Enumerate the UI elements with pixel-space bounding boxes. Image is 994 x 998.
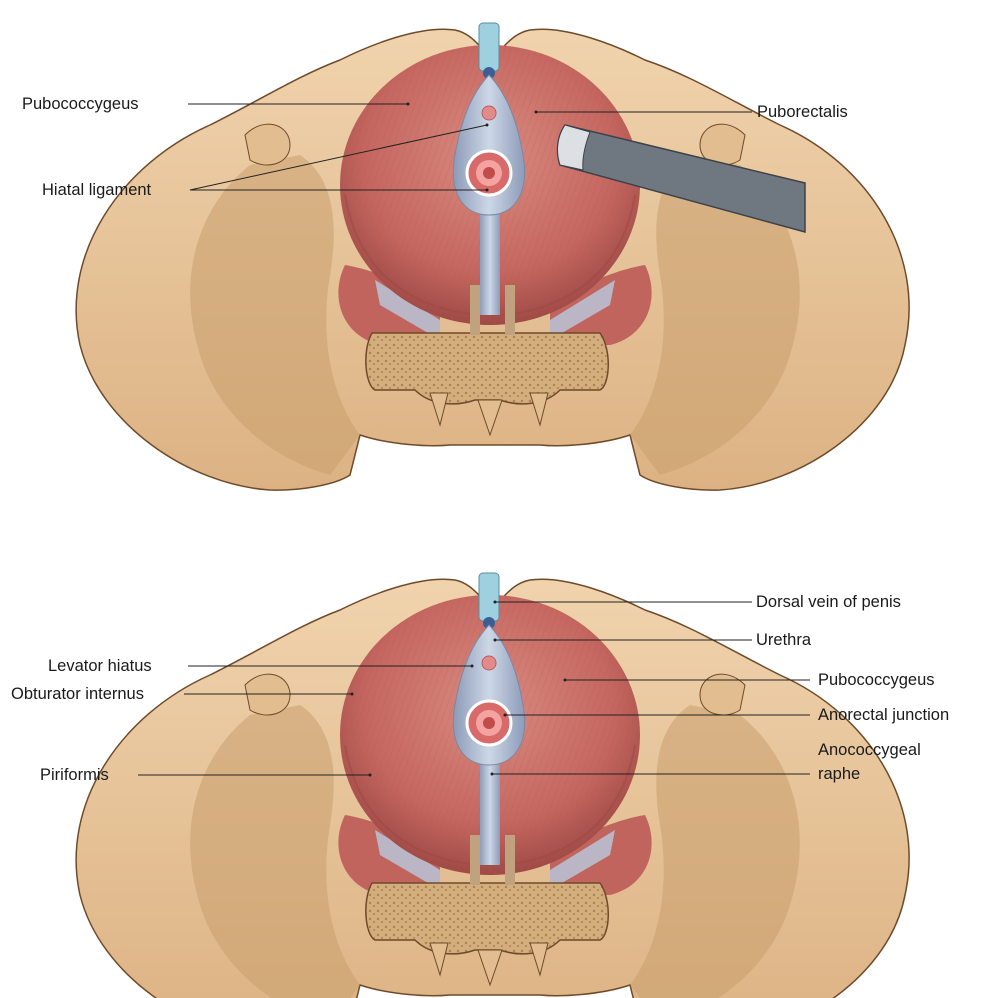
label-anococcygeal-raphe-line1: Anococcygeal — [818, 740, 921, 760]
label-urethra: Urethra — [756, 630, 811, 650]
label-hiatal-ligament: Hiatal ligament — [42, 180, 151, 200]
top-pelvis-illustration — [76, 23, 909, 490]
label-obturator-internus: Obturator internus — [11, 684, 144, 704]
label-levator-hiatus: Levator hiatus — [48, 656, 152, 676]
label-pubococcygeus-top: Pubococcygeus — [22, 94, 139, 114]
label-puborectalis: Puborectalis — [757, 102, 848, 122]
label-anococcygeal-raphe-line2: raphe — [818, 764, 860, 784]
label-piriformis: Piriformis — [40, 765, 109, 785]
label-anorectal-junction: Anorectal junction — [818, 705, 949, 725]
label-dorsal-vein-of-penis: Dorsal vein of penis — [756, 592, 901, 612]
label-pubococcygeus-bottom: Pubococcygeus — [818, 670, 935, 690]
